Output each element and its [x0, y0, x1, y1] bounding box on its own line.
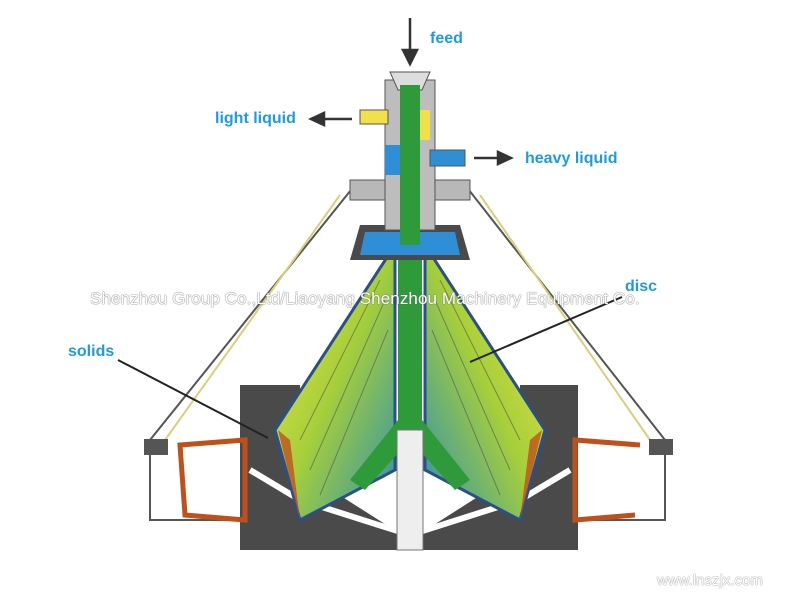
label-light-liquid: light liquid [215, 110, 296, 127]
light-liquid-outlet [359, 109, 389, 125]
heavy-liquid-outlet [429, 149, 466, 167]
watermark: Shenzhou Group Co.,Ltd/Liaoyang Shenzhou… [90, 289, 640, 308]
website-watermark: www.lnszjx.com [657, 572, 763, 589]
disc-leader [469, 296, 623, 363]
solids-leader [117, 359, 269, 439]
label-heavy-liquid: heavy liquid [525, 150, 618, 167]
label-solids: solids [68, 343, 115, 360]
label-feed: feed [430, 30, 463, 47]
solids-channel [177, 437, 248, 523]
outer-frame [144, 184, 673, 521]
label-disc: disc [625, 278, 658, 295]
flow-arrows [308, 18, 514, 166]
distributor [350, 240, 470, 490]
